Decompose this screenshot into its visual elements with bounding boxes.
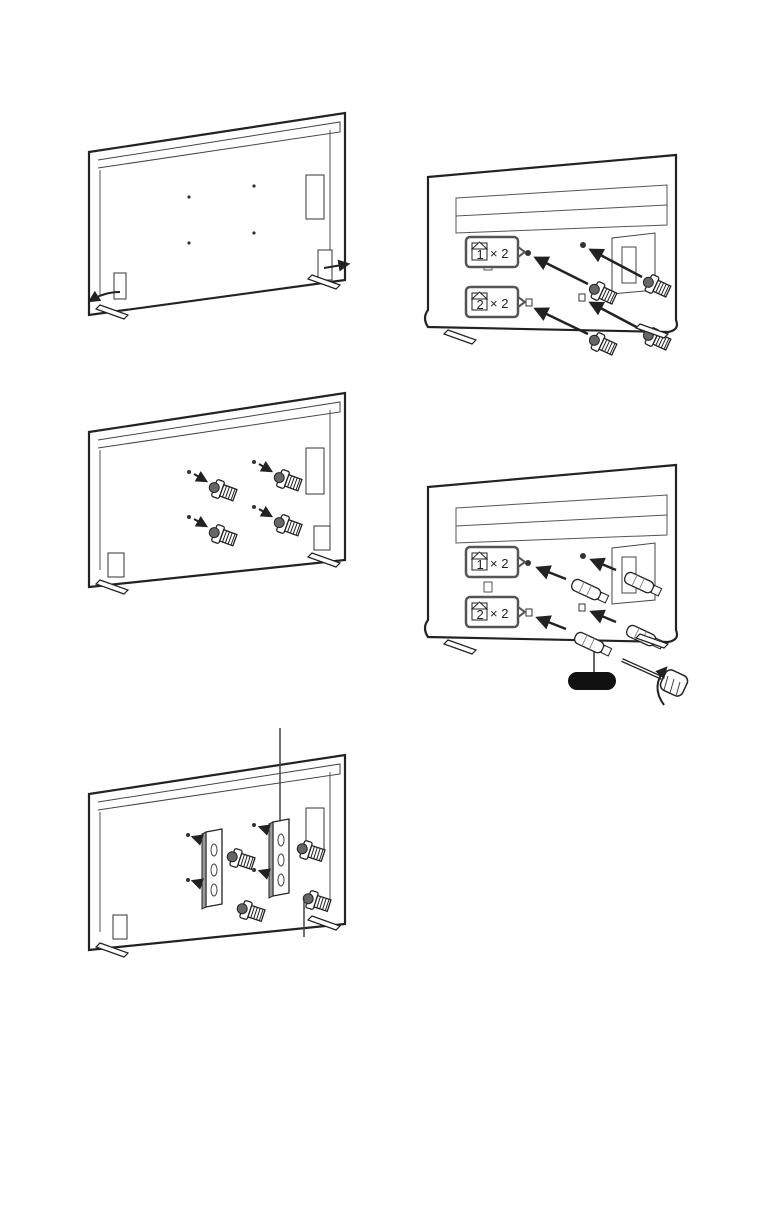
quantity-label: × 2 [490, 606, 508, 621]
figure-tv-back-brackets [89, 728, 345, 957]
screw-code-1: 1 [477, 557, 484, 572]
code-box-2: 2 × 2 [466, 597, 525, 627]
figure-tv-back-stand-removal [89, 113, 348, 319]
figure-tv-back-screw-codes: 1 × 2 2 × 2 [425, 155, 677, 358]
bracket-right [269, 819, 289, 898]
screw-code-1: 1 [477, 247, 484, 262]
screw-code-2: 2 [477, 607, 484, 622]
quantity-label: × 2 [490, 246, 508, 261]
quantity-label: × 2 [490, 296, 508, 311]
code-box-1: 1 × 2 [466, 237, 525, 267]
code-box-2: 2 × 2 [466, 287, 525, 317]
quantity-label: × 2 [490, 556, 508, 571]
terminal-cover [306, 175, 324, 219]
bracket-left [202, 829, 222, 909]
code-box-1: 1 × 2 [466, 547, 525, 577]
spacer-callout-tag [568, 672, 616, 690]
figure-tv-back-screws [89, 393, 345, 594]
screw-code-2: 2 [477, 297, 484, 312]
screwdriver-icon [622, 660, 690, 698]
figure-tv-back-spacers: 1 × 2 2 × 2 [425, 465, 690, 705]
